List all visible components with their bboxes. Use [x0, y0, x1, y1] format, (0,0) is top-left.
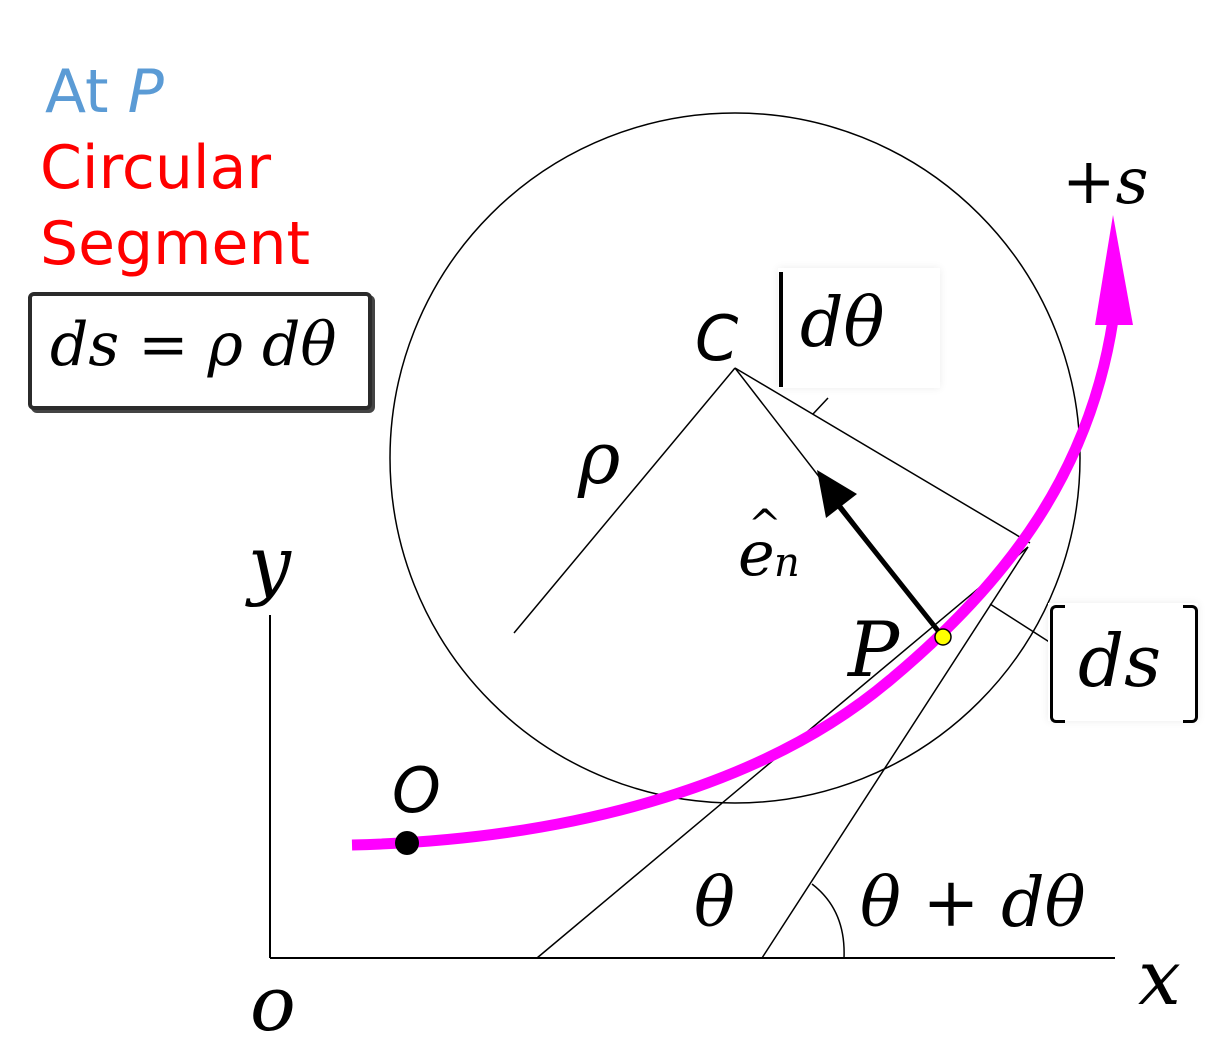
radius-line-right [734, 367, 1031, 544]
theta-label: θ [694, 864, 735, 943]
heading-segment: Segment [40, 209, 310, 279]
unit-normal-hat: ^ [748, 502, 782, 548]
axis-y-label: y [248, 519, 291, 608]
ds-label: ds [1078, 619, 1162, 703]
heading-at-point: P [127, 57, 164, 127]
unit-normal-arrowhead [817, 470, 857, 518]
curvature-circle [389, 112, 1081, 804]
axis-x-label: x [1138, 933, 1181, 1022]
formula-rhs: ρ dθ [207, 310, 337, 380]
heading-at-prefix: At [45, 57, 128, 127]
center-label: C [695, 302, 739, 375]
ds-label-box [1048, 603, 1198, 721]
ds-bracket-right [1183, 605, 1198, 723]
heading-circular: Circular [40, 133, 272, 203]
point-o-label: O [392, 754, 441, 827]
axes-origin-label: o [250, 959, 296, 1048]
unit-normal-base: e [738, 517, 775, 590]
point-p-dot [934, 628, 952, 646]
theta-plus-dtheta-label: θ + dθ [860, 864, 1086, 943]
path-arrowhead [1095, 215, 1133, 325]
angle-arc [811, 883, 845, 959]
heading-at-p: At P [45, 62, 164, 122]
point-p-label: P [848, 605, 900, 694]
unit-normal-sub: n [774, 540, 800, 586]
unit-normal-label: ^ e n [738, 505, 818, 585]
radius-label: ρ [578, 416, 621, 500]
formula-equals: = [119, 310, 208, 380]
dtheta-bracket [779, 272, 783, 387]
arc-direction-label: +s [1062, 145, 1149, 219]
dtheta-label-box [778, 268, 940, 388]
dtheta-label: dθ [800, 284, 885, 363]
formula-box [28, 292, 372, 410]
radius-line-left [513, 367, 736, 634]
formula-text: ds = ρ dθ [50, 315, 337, 375]
tangent-line-theta-dtheta [761, 546, 1029, 959]
unit-normal-arrow-shaft [836, 503, 945, 639]
path-curve [351, 319, 1119, 851]
ds-bracket-left [1050, 605, 1065, 723]
formula-lhs: ds [50, 310, 120, 380]
dtheta-leader [812, 397, 829, 415]
point-o-dot [395, 831, 419, 855]
